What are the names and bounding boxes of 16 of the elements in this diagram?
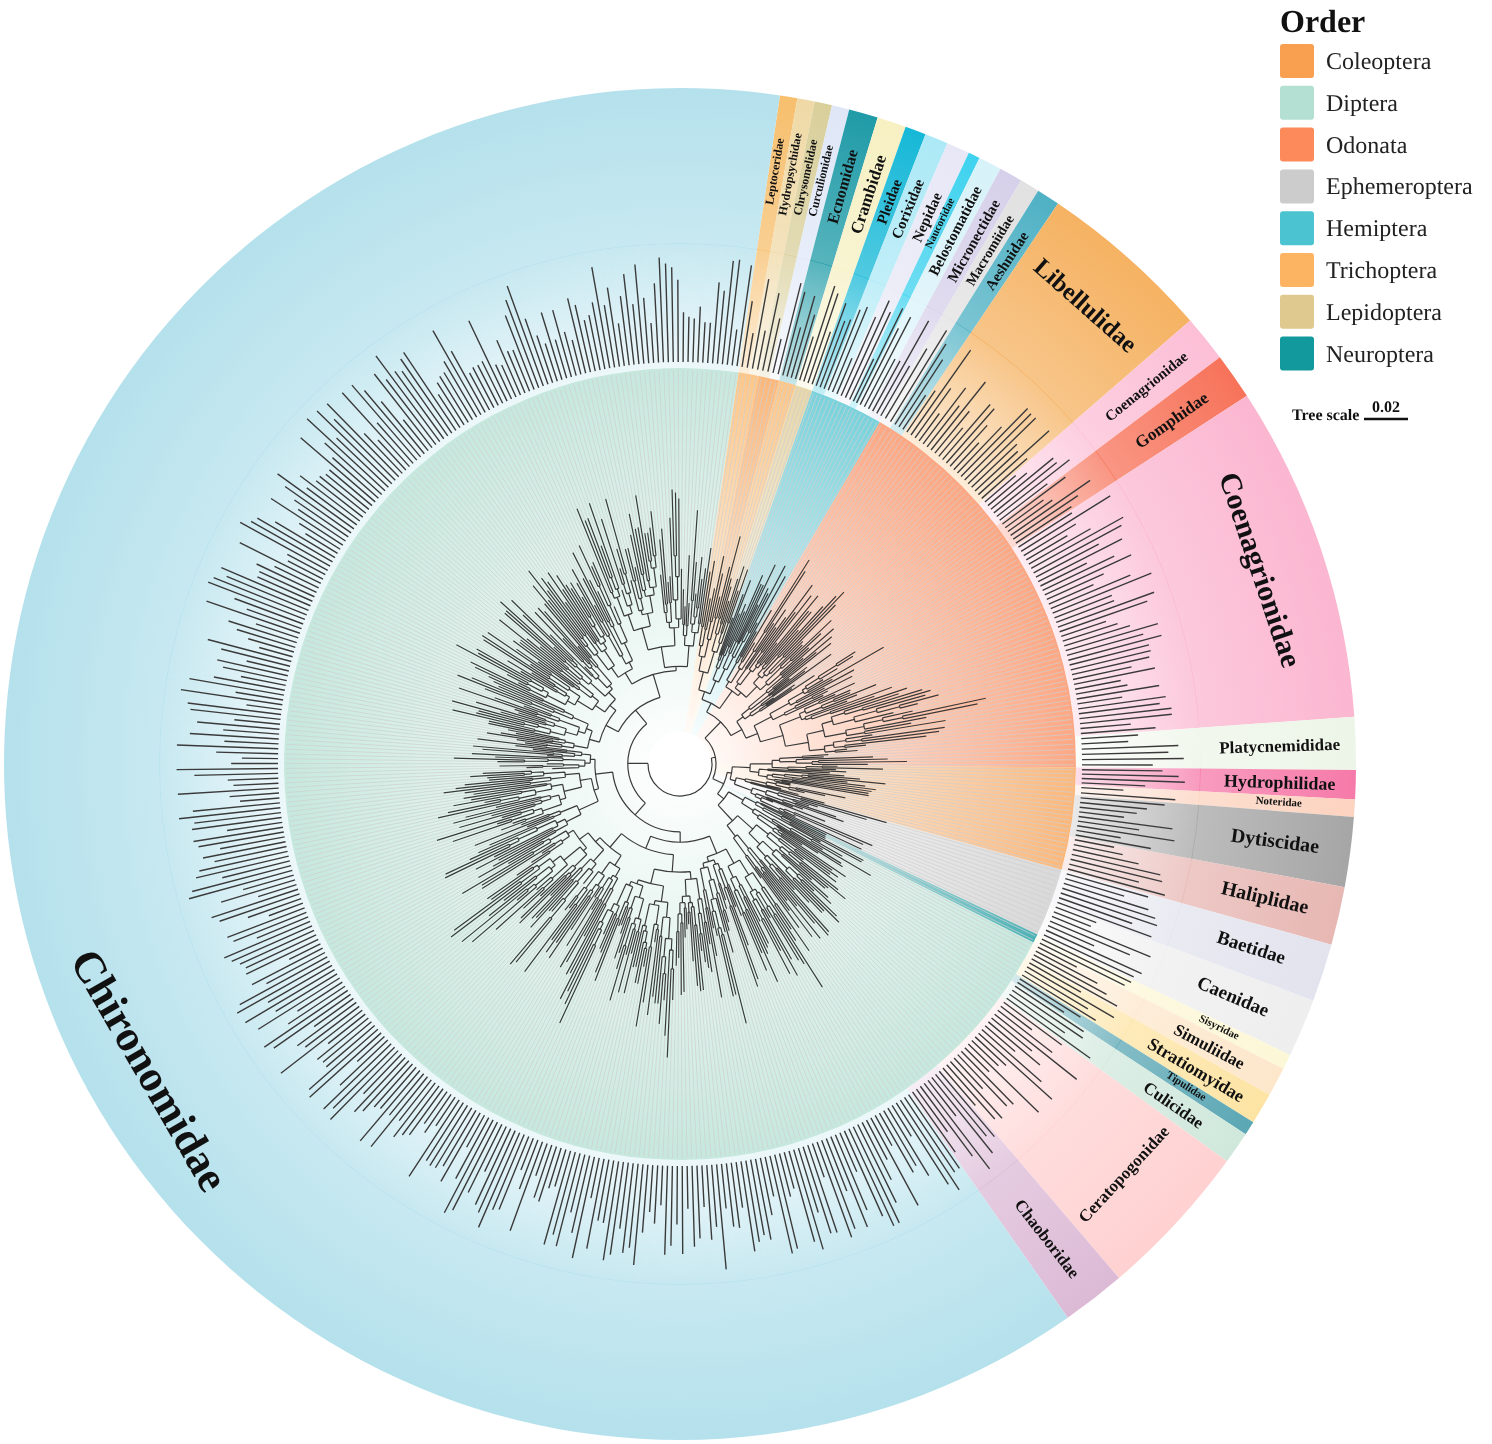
legend-label: Coleoptera — [1326, 47, 1432, 75]
scale-label: Tree scale — [1292, 406, 1360, 424]
family-label: Platycnemididae — [1219, 733, 1341, 758]
legend-label: Hemiptera — [1326, 214, 1428, 243]
legend-label: Trichoptera — [1326, 256, 1438, 284]
family-label: Hydrophilidae — [1223, 770, 1336, 794]
legend-label: Lepidoptera — [1326, 297, 1442, 326]
clade-band — [1198, 716, 1356, 770]
legend-label: Ephemeroptera — [1326, 172, 1473, 201]
legend-title: Order — [1280, 6, 1366, 40]
family-label: Dytiscidae — [1229, 825, 1321, 859]
legend-label: Odonata — [1326, 130, 1408, 159]
legend-label: Neuroptera — [1326, 339, 1434, 368]
legend-label: Diptera — [1326, 88, 1398, 117]
family-label: Haliplidae — [1218, 878, 1311, 920]
scale-value: 0.02 — [1372, 398, 1400, 416]
